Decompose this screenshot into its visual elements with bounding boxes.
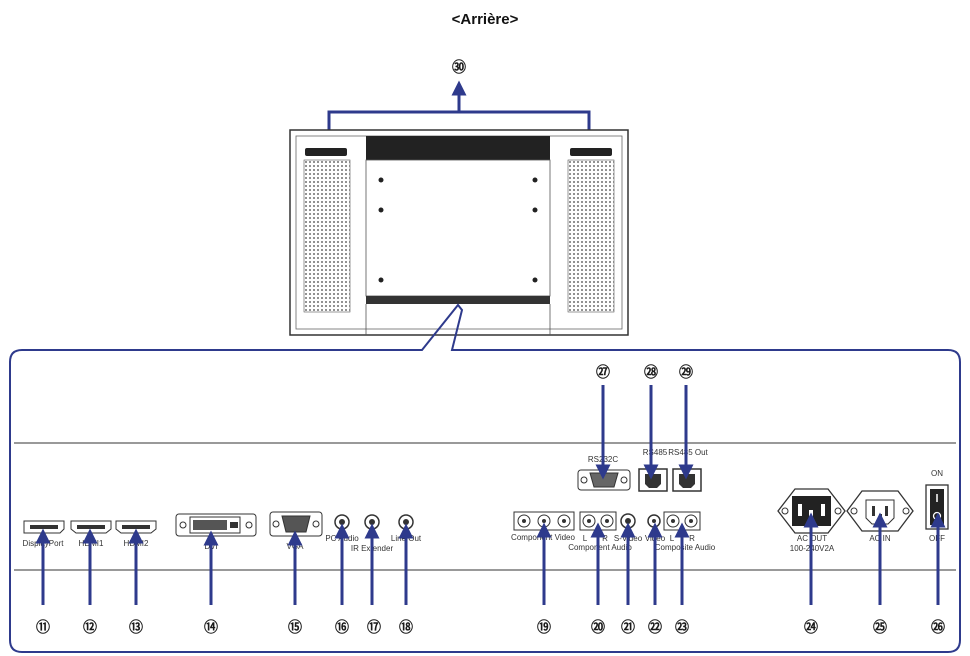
zoom-panel bbox=[9, 303, 961, 653]
callout-30: ㉚ bbox=[452, 59, 466, 75]
label-composite-audio-r: R bbox=[689, 534, 695, 543]
callout-22: ㉒ bbox=[648, 619, 662, 635]
callout-14: ⑭ bbox=[204, 619, 218, 635]
callout-12: ⑫ bbox=[83, 619, 97, 635]
composite-video-connector bbox=[647, 514, 661, 528]
label-composite-audio: Composite Audio bbox=[655, 543, 716, 552]
hdmi2-connector bbox=[115, 520, 157, 534]
top-callout-arrows bbox=[595, 385, 694, 480]
callout-17: ⑰ bbox=[367, 619, 381, 635]
rs485-connector bbox=[638, 468, 668, 492]
label-component-audio-l: L bbox=[583, 534, 588, 543]
callout-29: ㉙ bbox=[679, 364, 693, 380]
callout-28: ㉘ bbox=[644, 364, 658, 380]
ir-extender-jack bbox=[364, 514, 380, 530]
callout-27: ㉗ bbox=[596, 364, 610, 380]
label-composite-audio-l: L bbox=[670, 534, 675, 543]
callout-25: ㉕ bbox=[873, 619, 887, 635]
line-out-jack bbox=[398, 514, 414, 530]
composite-audio-connectors bbox=[663, 511, 701, 531]
label-rs485: RS485 bbox=[643, 448, 668, 457]
bottom-callout-arrows bbox=[35, 512, 946, 605]
callout-11: ⑪ bbox=[36, 619, 50, 635]
callout-16: ⑯ bbox=[335, 619, 349, 635]
label-component-audio-r: R bbox=[602, 534, 608, 543]
s-video-connector bbox=[620, 513, 636, 529]
label-switch-on: ON bbox=[931, 469, 943, 478]
pc-audio-jack bbox=[334, 514, 350, 530]
callout-23: ㉓ bbox=[675, 619, 689, 635]
hdmi1-connector bbox=[70, 520, 112, 534]
callout-24: ㉔ bbox=[804, 619, 818, 635]
dvi-connector bbox=[175, 513, 257, 537]
component-audio-connectors bbox=[579, 511, 617, 531]
vga-connector bbox=[269, 511, 323, 537]
displayport-connector bbox=[23, 520, 65, 534]
callout-21: ㉑ bbox=[621, 619, 635, 635]
callout-13: ⑬ bbox=[129, 619, 143, 635]
component-video-connectors bbox=[513, 511, 575, 531]
callout-26: ㉖ bbox=[931, 619, 945, 635]
page-title: <Arrière> bbox=[452, 11, 519, 28]
callout-19: ⑲ bbox=[537, 619, 551, 635]
label-component-audio: Component Audio bbox=[568, 543, 632, 552]
label-rs485-out: RS485 Out bbox=[668, 448, 708, 457]
ac-out-socket bbox=[777, 488, 846, 534]
callout-18: ⑱ bbox=[399, 619, 413, 635]
monitor-back bbox=[289, 129, 629, 336]
rs485-out-connector bbox=[672, 468, 702, 492]
callout-20: ⑳ bbox=[591, 619, 605, 635]
callout-15: ⑮ bbox=[288, 619, 302, 635]
rs232c-connector bbox=[577, 469, 631, 491]
